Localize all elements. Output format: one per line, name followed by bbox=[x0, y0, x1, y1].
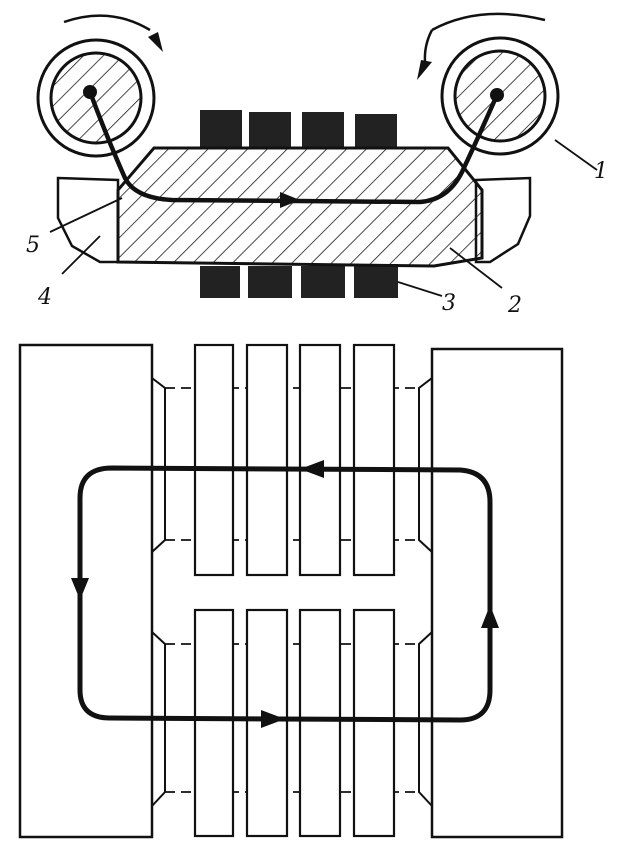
coil-block bbox=[200, 110, 242, 148]
coil-block bbox=[200, 266, 240, 298]
right-plate bbox=[430, 347, 564, 839]
coil-plate bbox=[245, 343, 289, 577]
coil-block bbox=[249, 112, 291, 148]
arrow-up-icon bbox=[481, 605, 499, 628]
current-loop bbox=[77, 465, 493, 723]
leader-line bbox=[554, 139, 598, 171]
core-body bbox=[116, 146, 484, 268]
leader-line bbox=[449, 247, 503, 289]
arrowhead-icon bbox=[280, 192, 300, 208]
callout-5: 5 bbox=[26, 233, 40, 258]
coil-plate bbox=[298, 608, 342, 838]
left-plate bbox=[18, 343, 154, 839]
coil-block bbox=[354, 264, 398, 298]
leader-line bbox=[61, 235, 101, 275]
rotation-arrow-right-icon bbox=[417, 12, 546, 80]
coil-plate bbox=[352, 343, 396, 577]
arrow-right-icon bbox=[261, 710, 285, 728]
coil-plate bbox=[193, 608, 235, 838]
coil-block bbox=[301, 266, 345, 298]
coil-block bbox=[355, 114, 397, 148]
left-shoe bbox=[56, 176, 120, 264]
plan-view bbox=[18, 343, 564, 839]
lower-coil-blocks bbox=[200, 264, 398, 298]
rotation-arrow-left-icon bbox=[63, 14, 163, 52]
leader-line bbox=[49, 197, 123, 233]
coil-block bbox=[302, 112, 344, 148]
arrow-left-icon bbox=[300, 460, 324, 478]
upper-coil-blocks bbox=[200, 110, 397, 148]
left-roller bbox=[36, 38, 156, 158]
callout-2: 2 bbox=[507, 293, 522, 318]
coil-plate bbox=[298, 343, 342, 577]
right-shoe bbox=[474, 176, 532, 264]
upper-coils bbox=[193, 343, 396, 577]
leader-line bbox=[397, 281, 443, 297]
arrow-down-icon bbox=[71, 578, 89, 600]
coil-block bbox=[248, 266, 292, 298]
cross-section-view: 1 2 3 4 5 bbox=[26, 12, 608, 318]
callout-1: 1 bbox=[594, 159, 608, 184]
callout-3: 3 bbox=[442, 291, 456, 316]
right-roller bbox=[440, 36, 560, 156]
callout-4: 4 bbox=[37, 285, 52, 310]
coil-plate bbox=[193, 343, 235, 577]
coil-plate bbox=[352, 608, 396, 838]
